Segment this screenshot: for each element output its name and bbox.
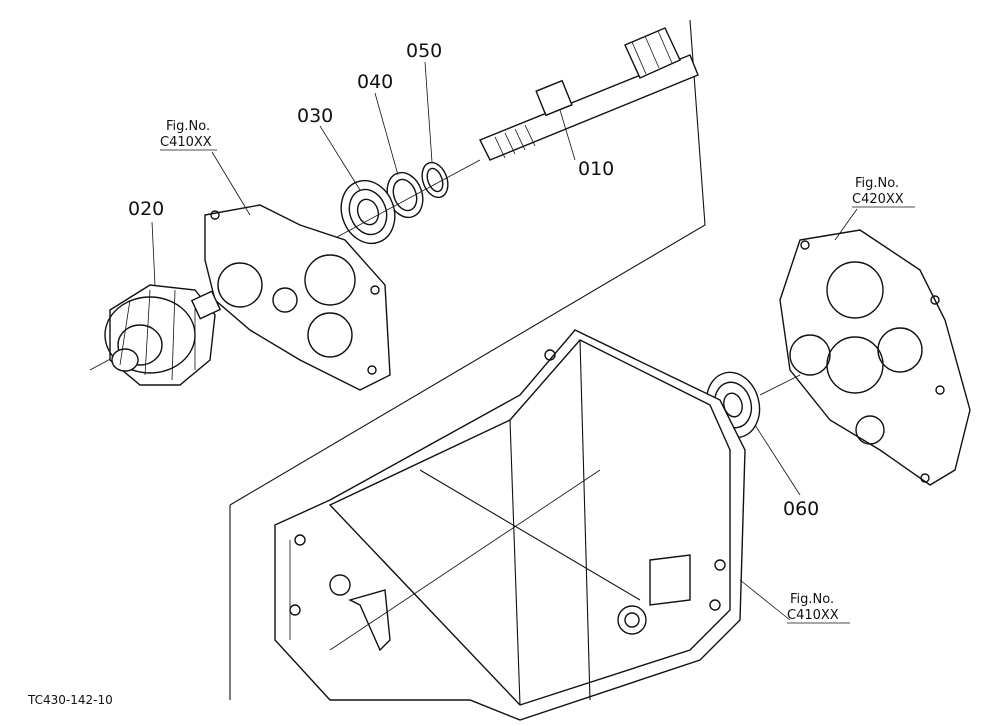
leader-010 (559, 109, 576, 161)
part-label-050: 050 (406, 40, 442, 62)
leader-030 (319, 125, 361, 191)
leader-060 (754, 424, 801, 496)
leader-lines (151, 61, 915, 624)
figref-upper-left-line1: Fig.No. (166, 119, 210, 134)
leader-040 (374, 92, 399, 176)
part-label-030: 030 (297, 105, 333, 127)
shaft-010 (479, 27, 699, 161)
leader-050 (424, 61, 433, 163)
transmission-case (274, 329, 746, 721)
upper-assembly-frame (229, 19, 706, 506)
clutch-pack-020 (104, 284, 222, 386)
leader-figref-lower-right (739, 579, 791, 621)
cover-plate-right (779, 229, 971, 486)
leader-figref-upper-left (211, 151, 251, 216)
figref-lower-right-line1: Fig.No. (790, 592, 834, 607)
figref-right-line2: C420XX (852, 192, 904, 207)
diagram-code: TC430-142-10 (27, 693, 113, 707)
part-label-010: 010 (578, 158, 614, 180)
part-label-040: 040 (357, 71, 393, 93)
leader-figref-right (834, 208, 858, 241)
part-label-060: 060 (783, 498, 819, 520)
snap-ring-050 (421, 161, 449, 199)
figref-upper-left-line2: C410XX (160, 135, 212, 150)
leader-020 (151, 221, 156, 286)
part-label-020: 020 (128, 198, 164, 220)
figref-right-line1: Fig.No. (855, 176, 899, 191)
figref-lower-right-line2: C410XX (787, 608, 839, 623)
